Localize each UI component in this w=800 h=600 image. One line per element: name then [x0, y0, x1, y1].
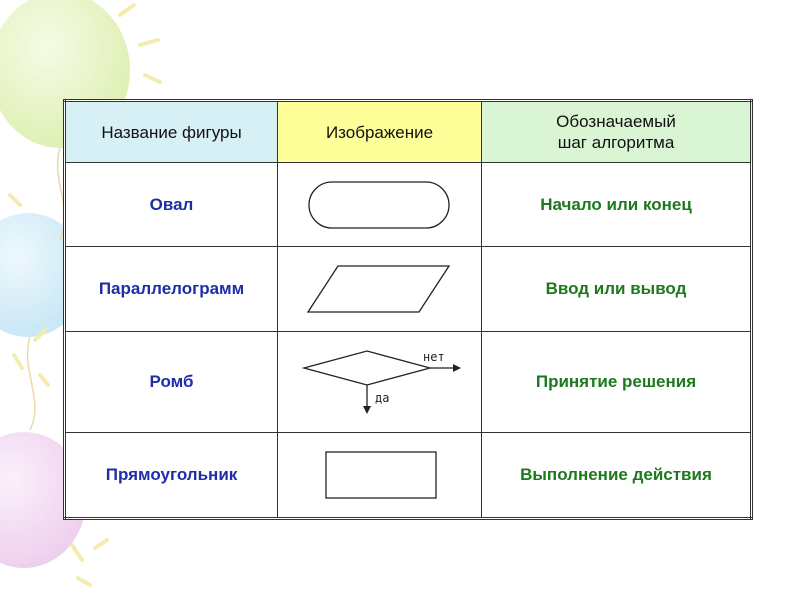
header-figure-name: Название фигуры	[64, 100, 278, 163]
algorithm-step-cell: Принятие решения	[481, 330, 752, 434]
arrow-right-icon	[452, 364, 461, 373]
arrow-down-icon	[362, 406, 371, 415]
label-yes: да	[375, 391, 389, 405]
algorithm-step-cell: Ввод или вывод	[481, 246, 752, 332]
table-row: Овал Начало или конец	[64, 161, 752, 248]
table-row: Прямоугольник Выполнение действия	[64, 432, 752, 519]
table-row: Параллелограмм Ввод или вывод	[64, 246, 752, 332]
table-row: Ромб нет да Принятие решения	[64, 330, 752, 434]
table-header-row: Название фигуры Изображение Обозначаемый…	[64, 100, 752, 163]
algorithm-step-cell: Выполнение действия	[481, 432, 752, 519]
label-no: нет	[423, 350, 445, 364]
figure-name-cell: Овал	[64, 161, 278, 248]
flowchart-symbols-table: Название фигуры Изображение Обозначаемый…	[63, 99, 753, 520]
oval-shape	[307, 181, 450, 229]
figure-image-cell: нет да	[277, 330, 482, 434]
parallelogram-shape	[306, 265, 450, 313]
figure-name-cell: Параллелограмм	[64, 246, 278, 332]
header-algorithm-step: Обозначаемый шаг алгоритма	[481, 100, 752, 163]
figure-image-cell	[277, 432, 482, 519]
header-step-line2: шаг алгоритма	[557, 133, 675, 152]
figure-name-cell: Прямоугольник	[64, 432, 278, 519]
symbols-table: Название фигуры Изображение Обозначаемый…	[63, 99, 753, 520]
diamond-shape: нет да	[301, 350, 461, 415]
sparkles	[8, 3, 162, 587]
header-image: Изображение	[277, 100, 482, 163]
rectangle-shape	[324, 451, 437, 499]
figure-image-cell	[277, 161, 482, 248]
header-step-line1: Обозначаемый	[556, 112, 676, 131]
algorithm-step-cell: Начало или конец	[481, 161, 752, 248]
figure-image-cell	[277, 246, 482, 332]
figure-name-cell: Ромб	[64, 330, 278, 434]
